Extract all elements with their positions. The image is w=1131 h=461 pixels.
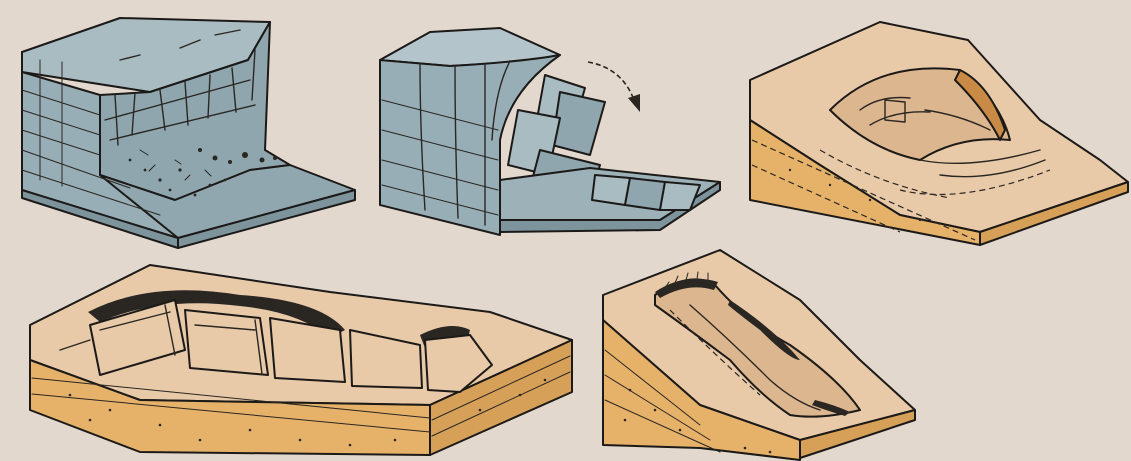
- topple-rotation-arrow: [588, 62, 634, 100]
- lateral-spread-block: [30, 265, 572, 455]
- topple-block: [380, 28, 720, 235]
- rockfall-block: [22, 18, 355, 248]
- rotational-slide-block: [750, 22, 1128, 245]
- earth-flow-block: [603, 250, 915, 460]
- topple-slab-2: [552, 92, 605, 155]
- arrow-head-icon: [628, 94, 640, 112]
